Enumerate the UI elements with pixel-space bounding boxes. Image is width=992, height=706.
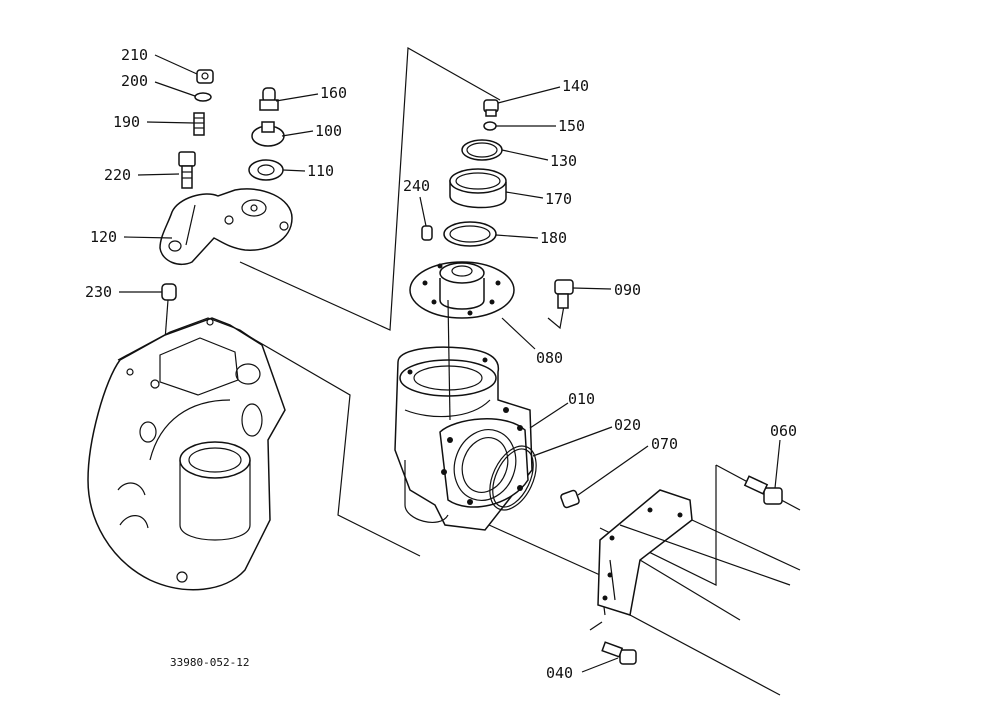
part-090-bolt[interactable] bbox=[554, 279, 574, 309]
part-160-grease-nipple[interactable] bbox=[259, 87, 279, 111]
callout-100: 100 bbox=[315, 122, 342, 140]
callout-leader-lines bbox=[119, 54, 781, 673]
part-010-knuckle-housing[interactable] bbox=[394, 299, 533, 531]
callout-020: 020 bbox=[614, 416, 641, 434]
part-110-seal[interactable] bbox=[248, 159, 284, 181]
part-190-stud[interactable] bbox=[193, 112, 205, 136]
part-210-nut[interactable] bbox=[196, 69, 214, 84]
callout-160: 160 bbox=[320, 84, 347, 102]
axle-tube-frame bbox=[597, 489, 801, 696]
part-240-plug[interactable] bbox=[421, 225, 433, 241]
callout-180: 180 bbox=[540, 229, 567, 247]
callout-130: 130 bbox=[550, 152, 577, 170]
part-140-grease-nipple[interactable] bbox=[483, 99, 499, 117]
callout-070: 070 bbox=[651, 435, 678, 453]
part-200-washer[interactable] bbox=[194, 92, 212, 102]
part-070-dowel-pin[interactable] bbox=[560, 489, 580, 509]
axle-housing-casting bbox=[87, 317, 286, 591]
callout-040: 040 bbox=[546, 664, 573, 682]
callout-150: 150 bbox=[558, 117, 585, 135]
callout-170: 170 bbox=[545, 190, 572, 208]
callout-220: 220 bbox=[104, 166, 131, 184]
part-170-bushing[interactable] bbox=[449, 168, 507, 209]
part-120-steering-arm[interactable] bbox=[159, 188, 293, 266]
callout-080: 080 bbox=[536, 349, 563, 367]
callout-010: 010 bbox=[568, 390, 595, 408]
callout-140: 140 bbox=[562, 77, 589, 95]
callout-120: 120 bbox=[90, 228, 117, 246]
callout-190: 190 bbox=[113, 113, 140, 131]
drawing-reference-code: 33980-052-12 bbox=[170, 656, 249, 669]
callout-110: 110 bbox=[307, 162, 334, 180]
part-180-seal[interactable] bbox=[443, 221, 497, 247]
part-020-o-ring[interactable] bbox=[481, 439, 546, 518]
part-080-kingpin-flange[interactable] bbox=[409, 261, 515, 319]
part-150-o-ring[interactable] bbox=[483, 121, 497, 131]
part-100-cap[interactable] bbox=[251, 121, 285, 147]
callout-200: 200 bbox=[121, 72, 148, 90]
callout-230: 230 bbox=[85, 283, 112, 301]
callout-210: 210 bbox=[121, 46, 148, 64]
callout-060: 060 bbox=[770, 422, 797, 440]
part-220-bolt[interactable] bbox=[178, 151, 196, 189]
part-130-ring[interactable] bbox=[461, 139, 503, 161]
callout-090: 090 bbox=[614, 281, 641, 299]
part-040-bolt[interactable] bbox=[601, 641, 637, 665]
callout-labels: 210 200 190 220 120 230 160 100 110 140 … bbox=[85, 46, 797, 682]
callout-240: 240 bbox=[403, 177, 430, 195]
part-060-bolt[interactable] bbox=[743, 475, 783, 505]
